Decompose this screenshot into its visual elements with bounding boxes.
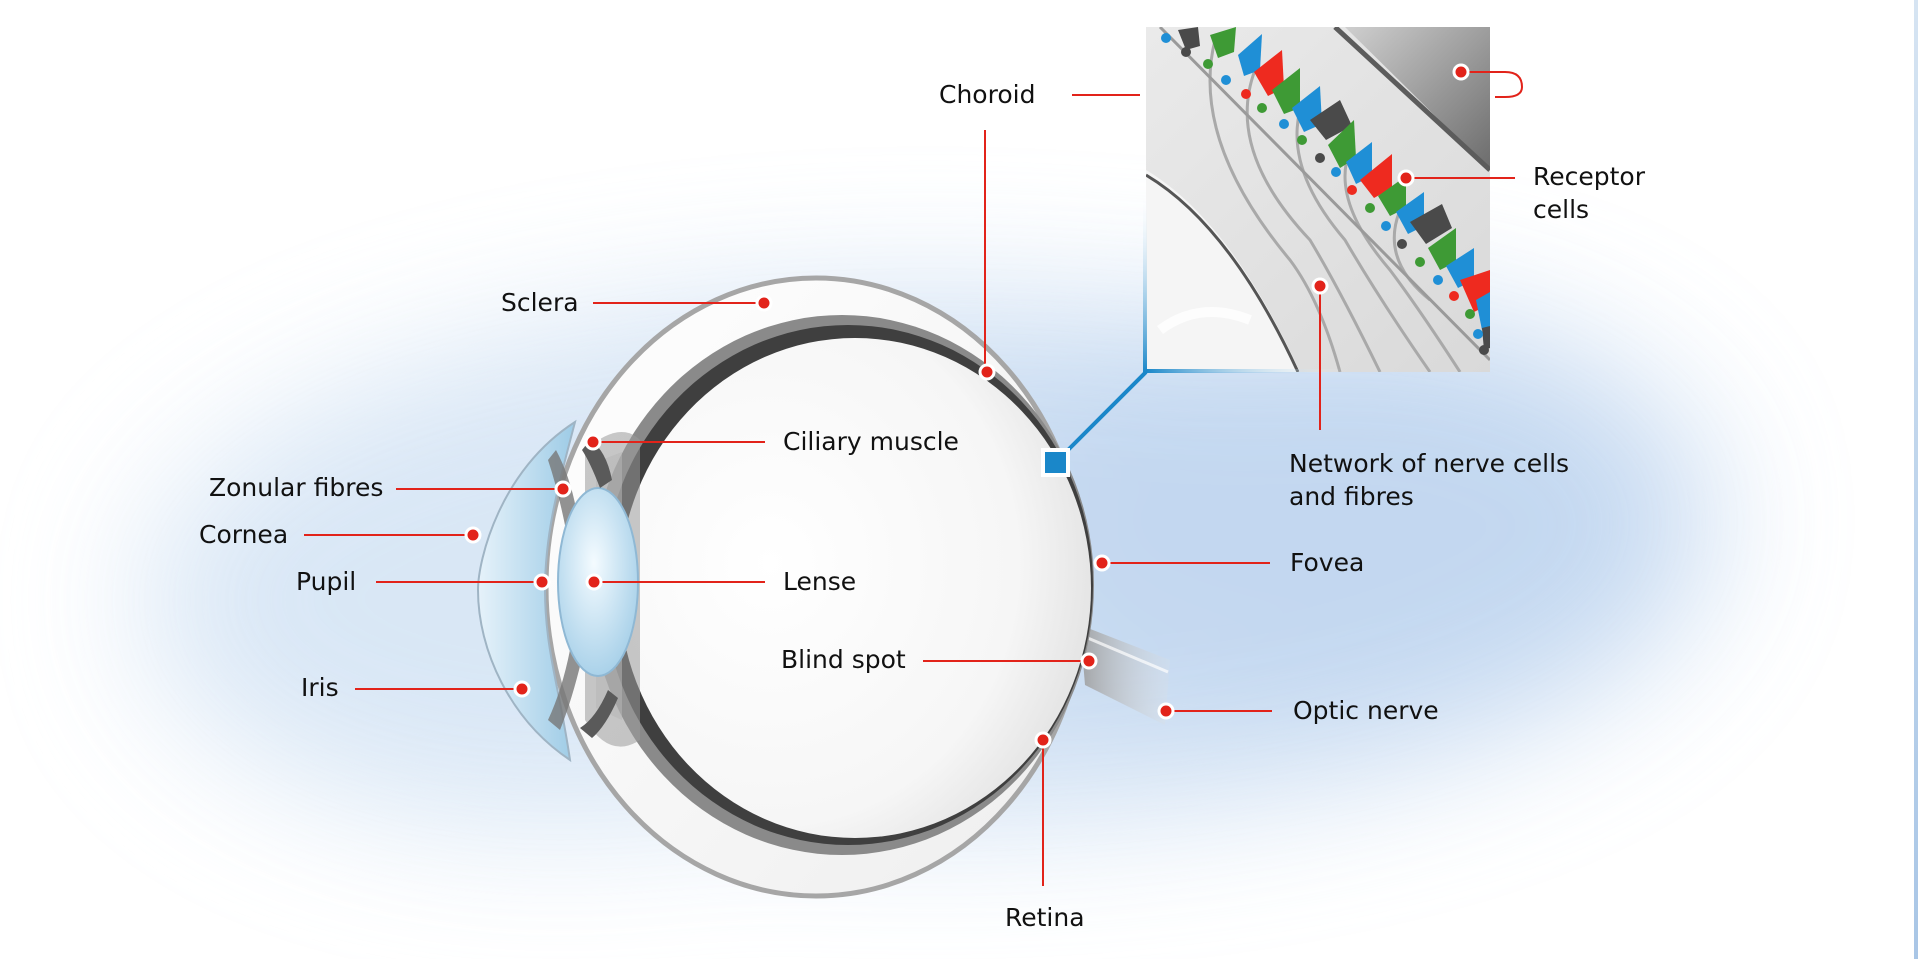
- eyeball: [476, 275, 1094, 899]
- marker-ciliary-muscle: [584, 433, 602, 451]
- label-receptor-cells: Receptor cells: [1533, 162, 1645, 224]
- leader-lines: [304, 71, 1524, 886]
- label-blind-spot: Blind spot: [781, 645, 906, 674]
- marker-fovea: [1093, 554, 1111, 572]
- marker-lense: [585, 573, 603, 591]
- marker-retina: [1034, 731, 1052, 749]
- receptor-inset: [1143, 27, 1490, 373]
- marker-receptor-cells: [1397, 169, 1415, 187]
- label-optic-nerve: Optic nerve: [1293, 696, 1439, 725]
- markers: [464, 63, 1470, 749]
- label-fovea: Fovea: [1290, 548, 1365, 577]
- label-iris: Iris: [301, 673, 339, 702]
- label-cornea: Cornea: [199, 520, 289, 549]
- label-choroid: Choroid: [939, 80, 1036, 109]
- marker-choroid-inset: [1452, 63, 1470, 81]
- label-pupil: Pupil: [296, 567, 357, 596]
- marker-optic-nerve: [1157, 702, 1175, 720]
- label-zonular-fibres: Zonular fibres: [209, 473, 384, 502]
- label-sclera: Sclera: [501, 288, 579, 317]
- marker-cornea: [464, 526, 482, 544]
- label-nerve-network: Network of nerve cells and fibres: [1289, 449, 1570, 511]
- right-edge-bar: [1914, 0, 1918, 959]
- marker-iris: [513, 680, 531, 698]
- marker-blind-spot: [1080, 652, 1098, 670]
- marker-nerve-network: [1311, 277, 1329, 295]
- marker-pupil: [533, 573, 551, 591]
- label-ciliary-muscle: Ciliary muscle: [783, 427, 959, 456]
- label-lense: Lense: [783, 567, 857, 596]
- marker-sclera: [755, 294, 773, 312]
- marker-choroid: [978, 363, 996, 381]
- optic-nerve-shape: [1080, 625, 1170, 725]
- marker-zonular-fibres: [554, 480, 572, 498]
- label-retina: Retina: [1005, 903, 1085, 932]
- magnifier-connector: [1041, 370, 1148, 477]
